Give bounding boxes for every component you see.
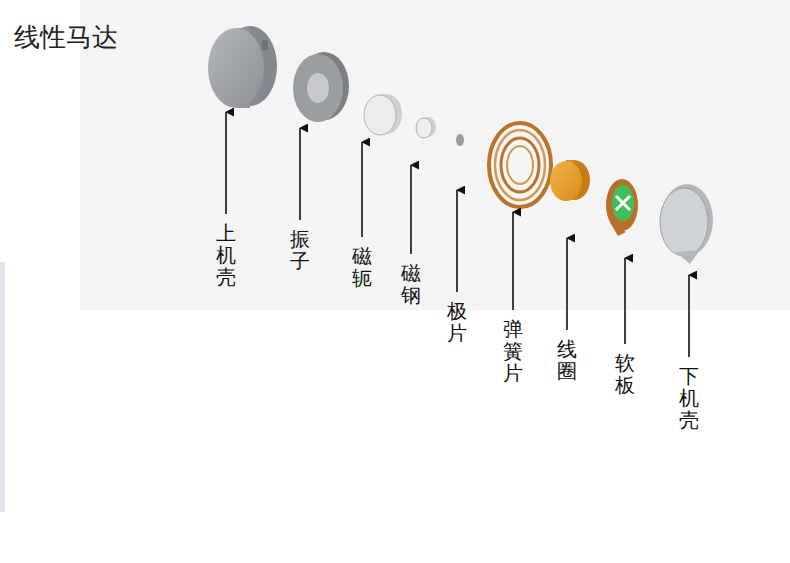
part-label: 弹簧片 <box>503 318 523 384</box>
flex-board <box>606 179 638 236</box>
upper-housing <box>208 26 277 108</box>
pole-piece <box>456 134 464 146</box>
part-label: 下机壳 <box>679 365 699 431</box>
part-label: 线圈 <box>557 338 577 382</box>
background-panel <box>80 0 790 310</box>
part-label: 软板 <box>615 352 635 396</box>
lower-housing <box>660 184 713 264</box>
part-label: 振子 <box>290 228 310 272</box>
diagram-title: 线性马达 <box>14 22 118 53</box>
spring <box>489 123 551 207</box>
leader-lines <box>226 112 689 357</box>
vibrator-ring <box>293 52 349 122</box>
coil <box>550 160 590 201</box>
part-label: 极片 <box>447 300 467 344</box>
part-label: 磁轭 <box>352 245 372 289</box>
yoke <box>364 94 402 135</box>
edge-strip <box>0 262 5 512</box>
part-label: 上机壳 <box>216 222 236 288</box>
magnet <box>416 117 436 138</box>
part-label: 磁钢 <box>401 262 421 306</box>
